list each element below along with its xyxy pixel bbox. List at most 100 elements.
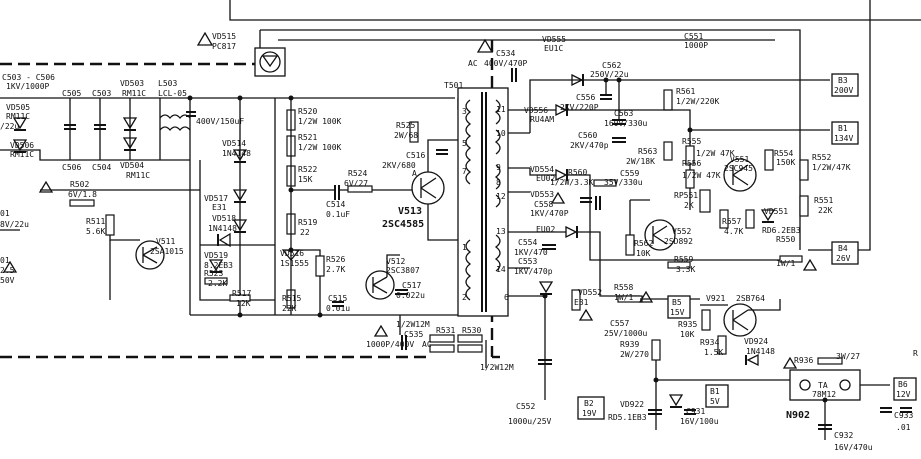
label-pin-14: 14 <box>496 265 506 274</box>
isolation-boundary <box>0 40 500 359</box>
label-c556: C556 <box>576 93 595 102</box>
label-rm11c-a: RM11C <box>6 112 30 121</box>
label-lcl05: LCL-05 <box>158 89 187 98</box>
terminal-b5-name: B5 <box>672 298 682 307</box>
label-vd551v: RD6.2EB3 <box>762 226 801 235</box>
label-pin-8: 8 <box>496 178 501 187</box>
label-c534: C534 <box>496 49 515 58</box>
label-v513: V513 <box>398 206 422 217</box>
label-c559v: 35V/330u <box>604 178 643 187</box>
terminal-b1b-name: B1 <box>710 387 720 396</box>
output-terminals <box>577 73 917 420</box>
label-r524: R524 <box>348 169 367 178</box>
label-r521: R521 <box>298 133 317 142</box>
label-r523: R523 <box>204 269 223 278</box>
label-vd514: VD514 <box>222 139 246 148</box>
label-vd556: VD556 <box>524 106 548 115</box>
label-c931v: 16V/100u <box>680 417 719 426</box>
label-r515: R515 <box>282 294 301 303</box>
warning-triangle-icon <box>550 191 566 204</box>
label-c932: C932 <box>834 431 853 440</box>
label-c503: C503 - C506 <box>2 73 55 82</box>
label-r550v: 1W/1 <box>776 259 795 268</box>
warning-triangle-icon <box>476 38 494 53</box>
label-r526v: 2.7K <box>326 265 345 274</box>
label-c515: C515 <box>328 294 347 303</box>
label-r12w2: 1/2W12M <box>480 363 514 372</box>
label-vd924: VD924 <box>744 337 768 346</box>
label-r552v: 1/2W/47K <box>812 163 851 172</box>
terminal-b1-name: B1 <box>838 124 848 133</box>
transformer-t501 <box>457 68 530 317</box>
label-vd516v: 1S1555 <box>280 259 309 268</box>
label-vd552: VD552 <box>578 288 602 297</box>
label-pin-5: 5 <box>462 139 467 148</box>
label-pc817: PC817 <box>212 42 236 51</box>
label-vd554: VD554 <box>530 165 554 174</box>
label-c534v: 400V/470P <box>484 59 528 68</box>
warning-triangle-icon <box>38 180 54 193</box>
label-r939v: 2W/270 <box>620 350 649 359</box>
label-r557: R557 <box>722 217 741 226</box>
label-r556: R556 <box>682 159 701 168</box>
label-edge-50v: 50V <box>0 276 15 285</box>
terminal-b1-5v <box>705 384 729 408</box>
label-c551: C551 <box>684 32 703 41</box>
control-column <box>105 98 430 315</box>
label-c506: C506 <box>62 163 81 172</box>
label-r511: R511 <box>86 217 105 226</box>
warning-triangle-icon <box>2 260 18 273</box>
label-r517v: 12K <box>236 299 251 308</box>
label-vd504: VD504 <box>120 161 144 170</box>
warning-triangles <box>2 31 818 369</box>
label-r561v: 1/2W/220K <box>676 97 720 106</box>
label-vd922: VD922 <box>620 400 644 409</box>
label-r554v: 150K <box>776 158 795 167</box>
label-edge-22u: 8V/22u <box>0 220 29 229</box>
label-rm11c-b: RM11C <box>10 150 34 159</box>
label-r524v: 6V/27 <box>344 179 368 188</box>
label-pin-2: 2 <box>462 293 467 302</box>
label-pin-3: 3 <box>462 107 467 116</box>
label-r551: R551 <box>814 196 833 205</box>
terminal-b5-voltage: 15V <box>670 308 685 317</box>
terminal-b2-voltage: 19V <box>582 409 597 418</box>
label-r555v: 1/2W 47K <box>696 149 735 158</box>
label-v511v: 2SA1015 <box>150 247 184 256</box>
label-c504: C504 <box>92 163 111 172</box>
label-c931: C931 <box>686 407 705 416</box>
warning-triangle-icon <box>782 356 798 369</box>
label-c560v: 2KV/470p <box>570 141 609 150</box>
terminal-b1b-voltage: 5V <box>710 397 720 406</box>
label-ac1: AC <box>422 340 432 349</box>
label-r934: R934 <box>700 338 719 347</box>
terminal-b4-name: B4 <box>838 244 848 253</box>
label-vd551: VD551 <box>764 207 788 216</box>
label-pin-11: 11 <box>496 105 506 114</box>
label-c563: C563 <box>614 109 633 118</box>
error-amp <box>625 0 871 269</box>
label-c553: C553 <box>518 257 537 266</box>
terminal-b6 <box>893 377 917 401</box>
label-c551v: 1000P <box>684 41 708 50</box>
label-n902: N902 <box>786 410 810 421</box>
label-eu02b: EU02 <box>536 225 555 234</box>
label-vd519: VD519 <box>204 251 228 260</box>
label-c557v: 25V/1000u <box>604 329 648 338</box>
terminal-b4 <box>831 241 859 265</box>
label-node-a: A <box>412 169 417 178</box>
label-r519: R519 <box>298 218 317 227</box>
label-c932v: 16V/470u <box>834 443 873 452</box>
label-c505: C505 <box>62 89 81 98</box>
label-c557: C557 <box>610 319 629 328</box>
label-v921: V921 <box>706 294 725 303</box>
label-c558: C558 <box>534 200 553 209</box>
label-r559v: 3.3K <box>676 265 695 274</box>
label-ta: TA <box>818 381 828 390</box>
label-vd515: VD515 <box>212 32 236 41</box>
label-r936v: 3W/27 <box>836 352 860 361</box>
label-r562: R562 <box>634 239 653 248</box>
label-pin-9: 9 <box>496 163 501 172</box>
bridge-rectifier <box>12 98 196 207</box>
